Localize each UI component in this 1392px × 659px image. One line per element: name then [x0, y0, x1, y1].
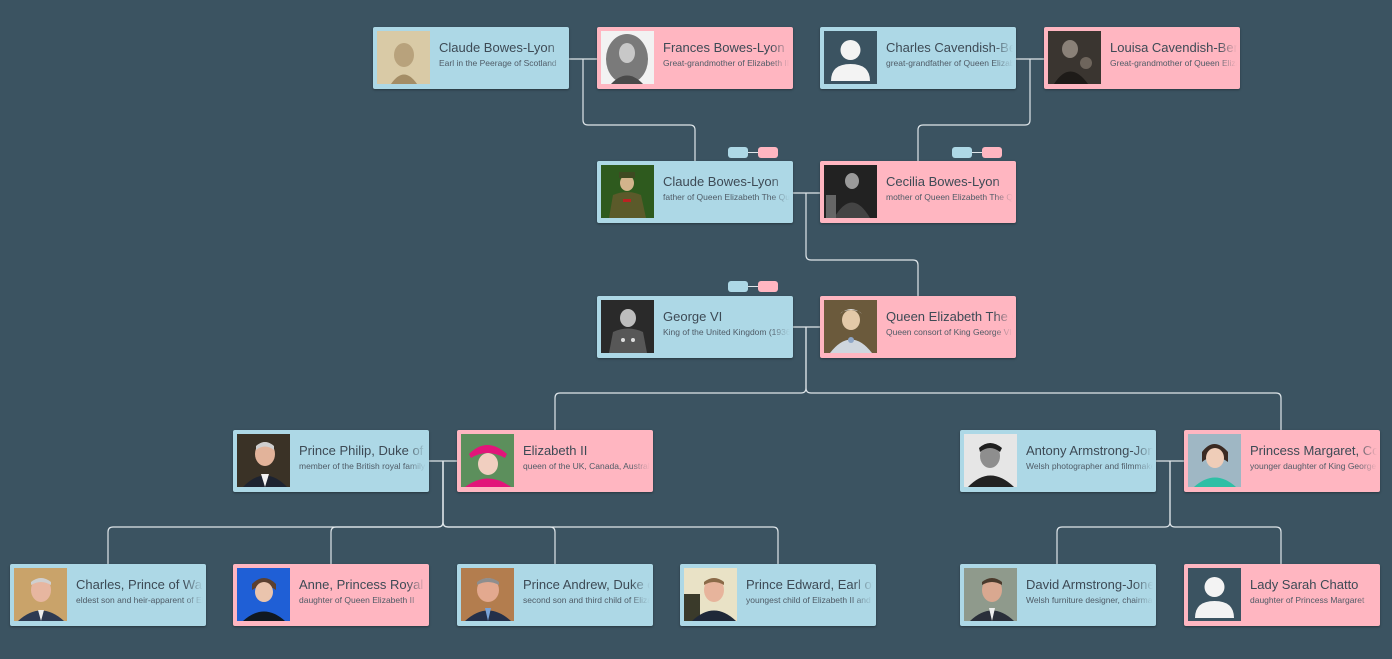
- person-name: Elizabeth II: [523, 443, 588, 458]
- show-father-parents-toggle[interactable]: [952, 147, 972, 158]
- person-name: Queen Elizabeth The Queen Mother: [886, 309, 1013, 324]
- person-name: George VI: [663, 309, 723, 324]
- person-card-prince-edward[interactable]: Prince Edward, Earl of Wessex youngest c…: [680, 564, 876, 626]
- portrait-photo: [684, 568, 737, 621]
- portrait-photo: [237, 434, 290, 487]
- portrait-photo: [461, 434, 514, 487]
- person-name: Cecilia Bowes-Lyon: [886, 174, 1000, 189]
- show-mother-parents-toggle[interactable]: [982, 147, 1002, 158]
- person-description: mother of Queen Elizabeth The Queen Moth…: [886, 192, 1013, 202]
- default-avatar-icon: [824, 31, 877, 84]
- portrait-photo: [964, 434, 1017, 487]
- person-description: Great-grandmother of Elizabeth II: [663, 58, 790, 68]
- portrait-photo: [1048, 31, 1101, 84]
- person-card-antony-armstrong-jones[interactable]: Antony Armstrong-Jones Welsh photographe…: [960, 430, 1156, 492]
- person-description: eldest son and heir-apparent of Elizabet…: [76, 595, 203, 605]
- person-description: father of Queen Elizabeth The Queen Moth…: [663, 192, 790, 202]
- person-description: King of the United Kingdom (1936–1952): [663, 327, 790, 337]
- show-mother-parents-toggle[interactable]: [758, 147, 778, 158]
- person-name: Charles, Prince of Wales: [76, 577, 203, 592]
- portrait-photo: [1188, 434, 1241, 487]
- person-description: Great-grandmother of Queen Elizabeth II: [1110, 58, 1237, 68]
- person-name: Claude Bowes-Lyon: [439, 40, 555, 55]
- person-card-david-armstrong-jones[interactable]: David Armstrong-Jones Welsh furniture de…: [960, 564, 1156, 626]
- portrait-photo: [964, 568, 1017, 621]
- person-card-george-vi[interactable]: George VI King of the United Kingdom (19…: [597, 296, 793, 358]
- person-description: member of the British royal family: [299, 461, 426, 471]
- person-name: Antony Armstrong-Jones: [1026, 443, 1153, 458]
- portrait-photo: [824, 165, 877, 218]
- person-name: Frances Bowes-Lyon: [663, 40, 785, 55]
- person-name: Charles Cavendish-Bentinck: [886, 40, 1013, 55]
- toggle-connector: [748, 286, 758, 287]
- person-description: daughter of Princess Margaret: [1250, 595, 1365, 605]
- portrait-photo: [14, 568, 67, 621]
- person-name: Anne, Princess Royal: [299, 577, 424, 592]
- person-card-princess-margaret[interactable]: Princess Margaret, Countess of Snowdon y…: [1184, 430, 1380, 492]
- toggle-connector: [972, 152, 982, 153]
- person-description: queen of the UK, Canada, Australia and N…: [523, 461, 650, 471]
- person-card-cecilia-bowes-lyon[interactable]: Cecilia Bowes-Lyon mother of Queen Eliza…: [820, 161, 1016, 223]
- person-description: Welsh photographer and filmmaker: [1026, 461, 1153, 471]
- person-name: Prince Edward, Earl of Wessex: [746, 577, 873, 592]
- show-father-parents-toggle[interactable]: [728, 281, 748, 292]
- portrait-photo: [824, 300, 877, 353]
- person-card-claude-bowes-lyon-jr[interactable]: Claude Bowes-Lyon father of Queen Elizab…: [597, 161, 793, 223]
- person-description: younger daughter of King George VI: [1250, 461, 1377, 471]
- person-card-charles-prince-of-wales[interactable]: Charles, Prince of Wales eldest son and …: [10, 564, 206, 626]
- portrait-photo: [601, 31, 654, 84]
- person-description: daughter of Queen Elizabeth II: [299, 595, 415, 605]
- portrait-photo: [237, 568, 290, 621]
- person-card-frances-bowes-lyon[interactable]: Frances Bowes-Lyon Great-grandmother of …: [597, 27, 793, 89]
- person-card-anne-princess-royal[interactable]: Anne, Princess Royal daughter of Queen E…: [233, 564, 429, 626]
- show-mother-parents-toggle[interactable]: [758, 281, 778, 292]
- person-description: great-grandfather of Queen Elizabeth II: [886, 58, 1013, 68]
- person-description: second son and third child of Elizabeth …: [523, 595, 650, 605]
- person-card-queen-mother[interactable]: Queen Elizabeth The Queen Mother Queen c…: [820, 296, 1016, 358]
- person-card-prince-andrew[interactable]: Prince Andrew, Duke of York second son a…: [457, 564, 653, 626]
- person-description: Queen consort of King George VI: [886, 327, 1012, 337]
- person-name: David Armstrong-Jones: [1026, 577, 1153, 592]
- person-name: Prince Andrew, Duke of York: [523, 577, 650, 592]
- person-description: youngest child of Elizabeth II and Princ…: [746, 595, 873, 605]
- portrait-photo: [461, 568, 514, 621]
- show-father-parents-toggle[interactable]: [728, 147, 748, 158]
- person-name: Princess Margaret, Countess of Snowdon: [1250, 443, 1377, 458]
- portrait-photo: [601, 300, 654, 353]
- person-name: Claude Bowes-Lyon: [663, 174, 779, 189]
- person-card-elizabeth-ii[interactable]: Elizabeth II queen of the UK, Canada, Au…: [457, 430, 653, 492]
- person-card-claude-bowes-lyon-sr[interactable]: Claude Bowes-Lyon Earl in the Peerage of…: [373, 27, 569, 89]
- toggle-connector: [748, 152, 758, 153]
- person-description: Welsh furniture designer, chairman of Ch…: [1026, 595, 1153, 605]
- person-card-charles-cavendish-bentinck[interactable]: Charles Cavendish-Bentinck great-grandfa…: [820, 27, 1016, 89]
- person-card-louisa-cavendish-bentinck[interactable]: Louisa Cavendish-Bentinck Great-grandmot…: [1044, 27, 1240, 89]
- person-card-prince-philip[interactable]: Prince Philip, Duke of Edinburgh member …: [233, 430, 429, 492]
- person-name: Louisa Cavendish-Bentinck: [1110, 40, 1237, 55]
- portrait-photo: [377, 31, 430, 84]
- person-name: Prince Philip, Duke of Edinburgh: [299, 443, 426, 458]
- portrait-photo: [601, 165, 654, 218]
- person-name: Lady Sarah Chatto: [1250, 577, 1359, 592]
- person-card-lady-sarah-chatto[interactable]: Lady Sarah Chatto daughter of Princess M…: [1184, 564, 1380, 626]
- person-description: Earl in the Peerage of Scotland: [439, 58, 557, 68]
- default-avatar-icon: [1188, 568, 1241, 621]
